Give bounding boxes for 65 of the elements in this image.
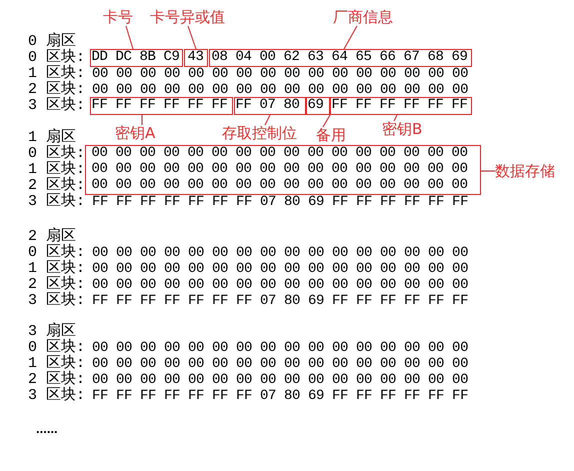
sector-heading: 1 扇区 [28, 130, 76, 146]
annotation-label: 存取控制位 [222, 125, 297, 142]
sector-heading: 2 扇区 [28, 229, 76, 245]
highlight-box [209, 49, 472, 67]
highlight-box [306, 97, 330, 115]
hex-bytes: 43 [188, 50, 204, 65]
hex-bytes: FF FF FF FF FF FF FF 07 80 69 FF FF FF FF FF FF [92, 388, 468, 404]
ellipsis: ...... [36, 422, 58, 436]
hex-bytes: DD DC 8B C9 [92, 50, 180, 65]
block-label: 3 区块: [28, 293, 86, 309]
hex-bytes: 00 00 00 00 00 00 00 00 00 00 00 00 00 00 00 00 [92, 262, 468, 276]
highlight-box [85, 145, 481, 195]
block-label: 2 区块: [28, 372, 86, 388]
highlight-box [90, 49, 183, 67]
annotation-label: 卡号 [103, 9, 133, 26]
annotation-label: 密钥A [115, 125, 156, 142]
hex-bytes: 00 00 00 00 00 00 00 00 00 00 00 00 00 00 00 00 [92, 66, 468, 82]
block-label: 3 区块: [28, 98, 86, 114]
leader-line [344, 26, 358, 50]
block-label: 3 区块: [28, 388, 86, 404]
hex-bytes: 00 00 00 00 00 00 00 00 00 00 00 00 00 00 00 00 [92, 162, 468, 177]
hex-bytes: 00 00 00 00 00 00 00 00 00 00 00 00 00 00 00 00 [92, 178, 468, 193]
block-label: 2 区块: [28, 277, 86, 293]
highlight-box [234, 97, 306, 115]
annotation-label: 备用 [316, 127, 346, 144]
block-label: 1 区块: [28, 261, 86, 277]
block-label: 1 区块: [28, 66, 86, 82]
hex-bytes: 69 [308, 98, 324, 113]
block-label: 2 区块: [28, 178, 86, 194]
leader-line [188, 26, 196, 50]
hex-bytes: 00 00 00 00 00 00 00 00 00 00 00 00 00 00 00 00 [92, 246, 468, 260]
block-label: 0 区块: [28, 50, 86, 66]
hex-bytes: FF FF FF FF FF FF FF 07 80 69 FF FF FF FF FF FF [92, 194, 468, 210]
hex-bytes: 00 00 00 00 00 00 00 00 00 00 00 00 00 00 00 00 [92, 340, 468, 356]
block-label: 0 区块: [28, 146, 86, 162]
highlight-box [330, 97, 472, 115]
hex-bytes: FF FF FF FF FF FF [332, 98, 468, 113]
hex-bytes: 00 00 00 00 00 00 00 00 00 00 00 00 00 00 00 00 [92, 278, 468, 292]
block-label: 2 区块: [28, 82, 86, 98]
block-label: 0 区块: [28, 245, 86, 261]
sector-heading: 0 扇区 [28, 34, 76, 50]
leader-line [394, 114, 398, 122]
hex-bytes: 00 00 00 00 00 00 00 00 00 00 00 00 00 00 00 00 [92, 356, 468, 372]
hex-bytes: 00 00 00 00 00 00 00 00 00 00 00 00 00 00 00 00 [92, 372, 468, 388]
block-label: 0 区块: [28, 340, 86, 356]
hex-bytes: FF FF FF FF FF FF [92, 98, 228, 113]
highlight-box [184, 49, 208, 67]
block-label: 1 区块: [28, 356, 86, 372]
hex-bytes: 08 04 00 62 63 64 65 66 67 68 69 [212, 50, 468, 65]
leader-line [480, 170, 496, 172]
hex-bytes: 00 00 00 00 00 00 00 00 00 00 00 00 00 00 00 00 [92, 146, 468, 161]
sector-heading: 3 扇区 [28, 324, 76, 340]
highlight-box [90, 97, 233, 115]
hex-bytes: 00 00 00 00 00 00 00 00 00 00 00 00 00 00 00 00 [92, 82, 468, 98]
annotation-label: 数据存储 [495, 163, 555, 180]
annotation-label: 密钥B [382, 121, 422, 138]
hex-bytes: FF 07 80 [236, 98, 300, 113]
annotation-label: 卡号异或值 [150, 9, 225, 26]
block-label: 3 区块: [28, 194, 86, 210]
hex-bytes: FF FF FF FF FF FF FF 07 80 69 FF FF FF FF FF FF [92, 294, 468, 308]
leader-line [264, 114, 270, 126]
block-label: 1 区块: [28, 162, 86, 178]
leader-line [126, 26, 134, 50]
leader-line [322, 114, 330, 128]
annotation-label: 厂商信息 [333, 9, 393, 26]
